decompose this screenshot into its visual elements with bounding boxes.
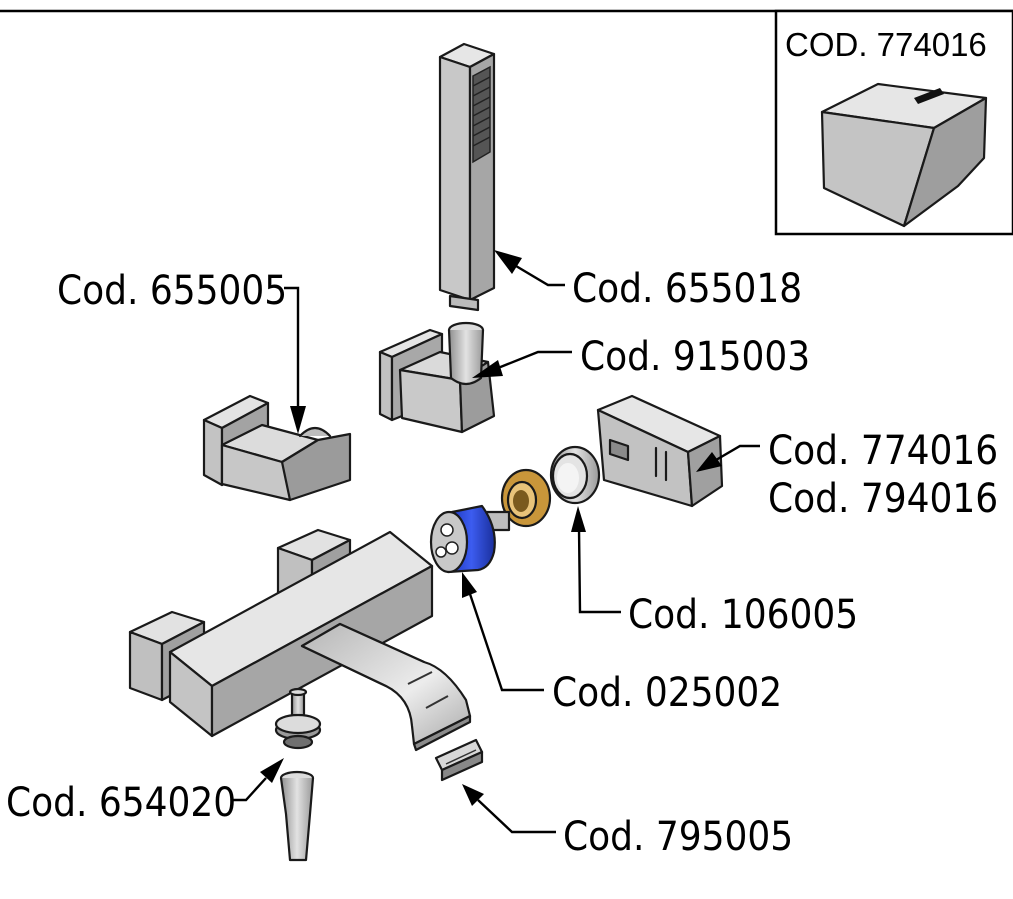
label-handle-b: Cod. 794016 [768,476,998,522]
leader-handle [696,444,760,472]
leader-ring [571,506,621,614]
mixer-body [128,528,472,752]
cartridge [429,504,511,574]
diverter [274,687,322,862]
label-diverter: Cod. 654020 [6,780,236,826]
lever-handle [596,394,724,508]
label-wall-bracket: Cod. 655005 [57,268,287,314]
chrome-ring [549,445,601,505]
wall-bracket [202,394,352,502]
leader-diverter [232,758,284,802]
label-handle-a: Cod. 774016 [768,428,998,474]
inset-box: COD. 774016 [774,9,1013,236]
shower-nozzle-grid [472,65,491,164]
label-cartridge: Cod. 025002 [552,670,782,716]
leader-aerator [462,784,556,834]
brass-nut [500,468,552,528]
label-aerator: Cod. 795005 [563,814,793,860]
leader-hand-shower [494,250,565,287]
leader-cartridge [462,572,544,692]
inset-handle-icon [820,82,988,228]
aerator [434,738,484,782]
label-shower-outlet: Cod. 915003 [580,334,810,380]
inset-title: COD. 774016 [785,26,987,63]
hand-shower [438,42,496,312]
leader-shower-outlet [472,350,572,378]
shower-outlet [378,321,496,434]
label-hand-shower: Cod. 655018 [572,266,802,312]
label-ring: Cod. 106005 [628,592,858,638]
leader-wall-bracket [284,286,306,434]
